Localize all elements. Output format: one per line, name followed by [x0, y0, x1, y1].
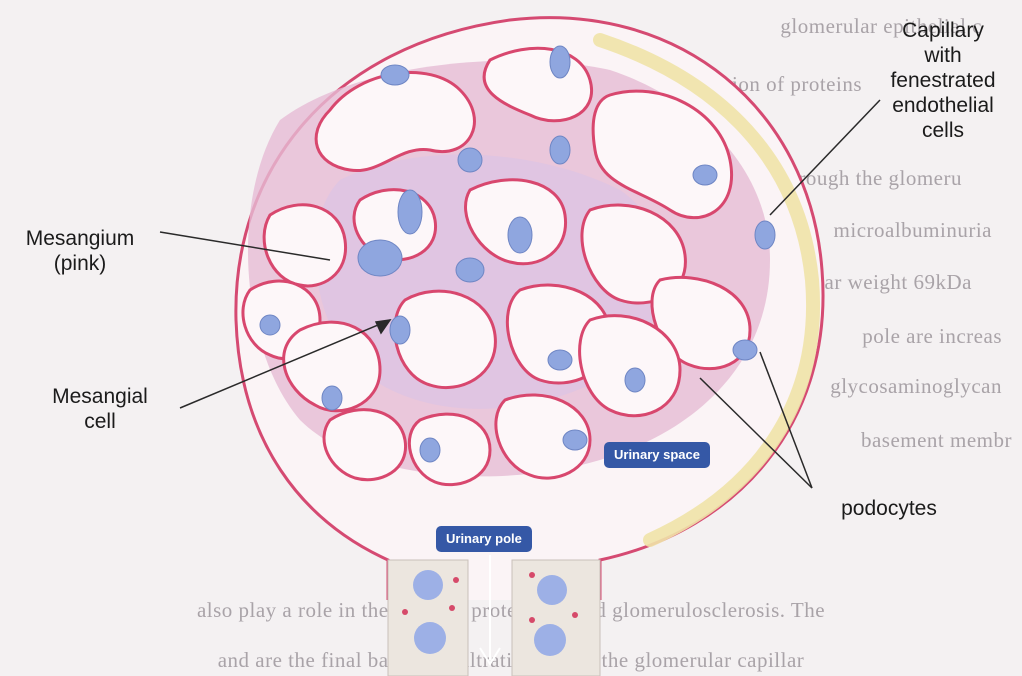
- mesangial-cell-label-line: cell: [20, 409, 180, 434]
- capillary-label: Capillary with fenestrated endothelial c…: [868, 18, 1018, 143]
- mesangial-cell-label-line: Mesangial: [20, 384, 180, 409]
- capillary-label-line: cells: [868, 118, 1018, 143]
- mesangium-label-line: Mesangium: [0, 226, 160, 251]
- podocytes-label: podocytes: [814, 496, 964, 521]
- capillary-label-line: endothelial: [868, 93, 1018, 118]
- urinary-space-badge: Urinary space: [604, 442, 710, 468]
- capillary-label-line: Capillary: [868, 18, 1018, 43]
- mesangium-label: Mesangium (pink): [0, 226, 160, 276]
- mesangium-label-line: (pink): [0, 251, 160, 276]
- mesangial-cell-label: Mesangial cell: [20, 384, 180, 434]
- urinary-pole-badge: Urinary pole: [436, 526, 532, 552]
- capillary-label-line: with: [868, 43, 1018, 68]
- capillary-label-line: fenestrated: [868, 68, 1018, 93]
